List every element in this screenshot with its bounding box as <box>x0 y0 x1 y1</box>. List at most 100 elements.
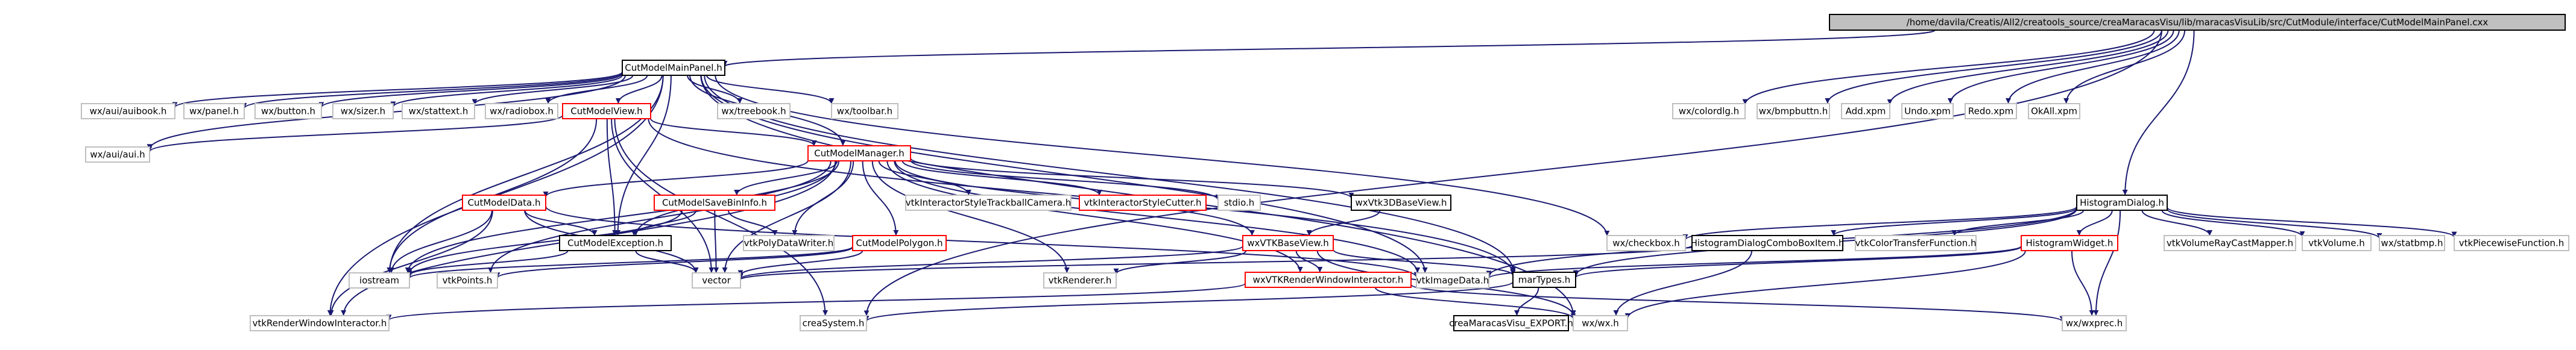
edge-cmmp-to-sizer <box>390 74 623 107</box>
dependency-nodes: /home/davila/Creatis/All2/creatools_sour… <box>81 14 2569 331</box>
edge-histcombo-to-wxh <box>1613 250 1752 316</box>
node-box-polywriter <box>743 235 835 251</box>
edge-root-to-histdialog <box>2122 30 2195 196</box>
edge-histdialog-to-raycast <box>2141 210 2213 236</box>
node-bmpbuttn: wx/bmpbuttn.h <box>1757 103 1830 119</box>
node-box-vtkvolume <box>2302 235 2372 251</box>
node-label-cmview: CutModelView.h <box>570 106 642 117</box>
node-cmpolygon[interactable]: CutModelPolygon.h <box>852 235 947 251</box>
edge-histdialog-to-histwidget <box>2076 210 2113 236</box>
node-box-aui <box>85 146 150 163</box>
node-label-stdio: stdio.h <box>1224 198 1255 208</box>
edge-cmmanager-to-renderer <box>871 160 1070 273</box>
node-wxvtkrwi[interactable]: wxVTKRenderWindowInteractor.h <box>1245 272 1412 288</box>
node-creasystem: creaSystem.h <box>800 315 867 331</box>
edge-cmmanager-to-cmsaveinfo <box>734 160 838 196</box>
node-imagedata: vtkImageData.h <box>1416 272 1489 289</box>
node-box-wxvtkrwi <box>1245 272 1412 288</box>
edge-cmview-to-aui <box>147 114 563 152</box>
node-box-sizer <box>332 103 394 119</box>
edge-histdialog-to-checkbox <box>1682 205 2077 240</box>
edge-cmview-to-creasystem <box>614 118 829 316</box>
node-label-bmpbuttn: wx/bmpbuttn.h <box>1759 106 1828 117</box>
node-cmmp[interactable]: CutModelMainPanel.h <box>622 60 725 76</box>
node-cmexception[interactable]: CutModelException.h <box>559 235 672 251</box>
edge-root-to-redoxpm <box>2006 30 2180 104</box>
edge-cmsaveinfo-to-iostream <box>406 210 683 274</box>
node-wxh: wx/wx.h <box>1573 315 1628 331</box>
edge-cmdata-to-imagedata <box>545 205 1419 278</box>
node-box-redoxpm <box>1965 103 2017 119</box>
node-toolbar: wx/toolbar.h <box>831 103 898 119</box>
node-stdio: stdio.h <box>1217 195 1261 211</box>
node-label-histwidget: HistogramWidget.h <box>2026 238 2114 249</box>
node-stattext: wx/stattext.h <box>402 103 475 119</box>
node-label-renderer: vtkRenderer.h <box>1049 275 1112 286</box>
node-label-stattext: wx/stattext.h <box>409 106 469 117</box>
edge-cmmanager-to-cmdata <box>543 160 809 198</box>
edge-histwidget-to-wxh <box>1624 250 2026 319</box>
node-stylecutter[interactable]: vtkInteractorStyleCutter.h <box>1079 195 1207 211</box>
node-cmdata[interactable]: CutModelData.h <box>462 195 546 211</box>
node-vtkpoints: vtkPoints.h <box>437 272 498 289</box>
node-root[interactable]: /home/davila/Creatis/All2/creatools_sour… <box>1829 14 2566 31</box>
edge-cmpolygon-to-vector <box>737 250 863 276</box>
node-label-wxvtkrwi: wxVTKRenderWindowInteractor.h <box>1253 275 1404 286</box>
node-box-vtkpoints <box>437 272 498 289</box>
node-redoxpm: Redo.xpm <box>1965 103 2017 119</box>
edge-cmmanager-to-stdio <box>910 160 1221 201</box>
node-wxvtk3d[interactable]: wxVtk3DBaseView.h <box>1351 195 1451 211</box>
edge-root-to-okallxpm <box>2063 30 2186 104</box>
edge-martypes-to-creasystem <box>863 281 1514 322</box>
node-label-wxvtkbase: wxVTKBaseView.h <box>1247 238 1328 249</box>
node-histcombo[interactable]: HistogramDialogComboBoxItem.h <box>1691 235 1845 251</box>
node-label-vtkrwi: vtkRenderWindowInteractor.h <box>253 318 387 329</box>
node-wxvtkbase[interactable]: wxVTKBaseView.h <box>1242 235 1334 251</box>
edge-cmmanager-to-vector <box>722 160 851 273</box>
node-label-vector: vector <box>702 275 731 286</box>
node-piecewise: vtkPiecewiseFunction.h <box>2454 235 2569 251</box>
node-box-cmexception <box>559 235 672 251</box>
edge-root-to-colordlg <box>1742 30 2155 105</box>
node-label-colortf: vtkColorTransferFunction.h <box>1855 238 1977 249</box>
node-cmmanager[interactable]: CutModelManager.h <box>807 145 911 161</box>
node-box-auibook <box>81 103 175 119</box>
node-colortf: vtkColorTransferFunction.h <box>1855 235 1977 251</box>
node-iostream: iostream <box>349 272 410 289</box>
node-auibook: wx/aui/auibook.h <box>81 103 175 119</box>
node-label-piecewise: vtkPiecewiseFunction.h <box>2459 238 2565 249</box>
edge-cmmp-to-button <box>318 73 623 108</box>
node-export[interactable]: creaMaracasVisu_EXPORT.h <box>1449 315 1573 331</box>
edge-cmmanager-to-trackball <box>878 160 971 196</box>
node-cmsaveinfo[interactable]: CutModelSaveBinInfo.h <box>654 195 775 211</box>
node-box-toolbar <box>831 103 898 119</box>
node-label-aui: wx/aui/aui.h <box>90 149 145 160</box>
node-box-cmdata <box>462 195 546 211</box>
node-label-cmmanager: CutModelManager.h <box>814 148 904 159</box>
node-histwidget[interactable]: HistogramWidget.h <box>2021 235 2118 251</box>
node-box-martypes <box>1512 272 1576 288</box>
node-label-radiobox: wx/radiobox.h <box>490 106 554 117</box>
edge-cmdata-to-cmexception <box>524 210 598 236</box>
edge-cmmanager-to-stylecutter <box>901 160 1102 196</box>
edge-wxvtkbase-to-martypes <box>1333 249 1516 276</box>
edge-cmmanager-to-wxvtk3d <box>910 157 1354 199</box>
edge-histcombo-to-vector <box>738 245 1693 281</box>
node-histdialog[interactable]: HistogramDialog.h <box>2076 195 2168 211</box>
node-label-sizer: wx/sizer.h <box>341 106 385 117</box>
node-label-okallxpm: OkAll.xpm <box>2031 106 2077 117</box>
node-cmview[interactable]: CutModelView.h <box>562 103 651 119</box>
node-box-panel <box>183 103 245 119</box>
edge-wxvtkbase-to-renderer <box>1113 250 1247 275</box>
node-label-cmexception: CutModelException.h <box>567 238 663 249</box>
edge-cmmp-to-panel <box>241 72 623 109</box>
node-label-treebook: wx/treebook.h <box>721 106 786 117</box>
node-martypes[interactable]: marTypes.h <box>1512 272 1576 288</box>
node-label-auibook: wx/aui/auibook.h <box>90 106 167 117</box>
node-box-radiobox <box>485 103 558 119</box>
node-wxprec: wx/wxprec.h <box>2062 315 2127 331</box>
node-box-okallxpm <box>2028 103 2080 119</box>
edge-cmexception-to-vector <box>635 250 699 273</box>
node-addxpm: Add.xpm <box>1841 103 1890 119</box>
node-box-wxh <box>1573 315 1628 331</box>
